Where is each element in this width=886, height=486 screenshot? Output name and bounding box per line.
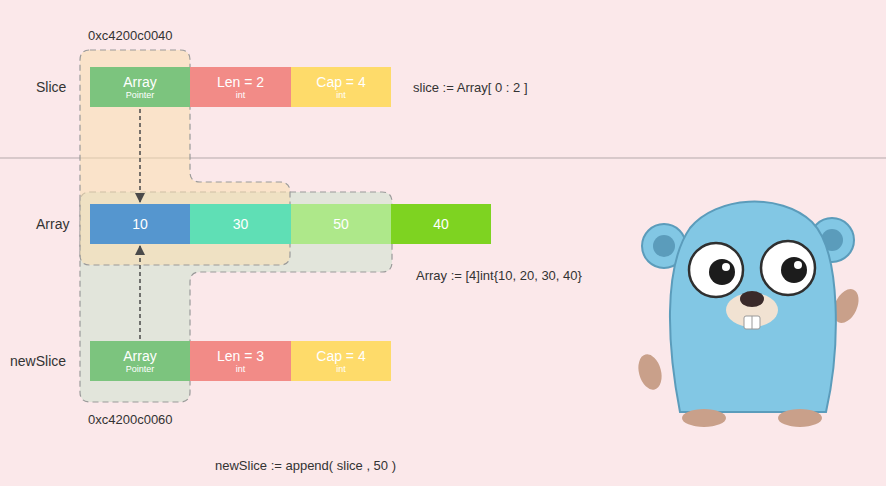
- field-value: 50: [333, 216, 349, 232]
- row-label: Slice: [36, 79, 66, 95]
- field-value: Array: [123, 348, 156, 364]
- address-label: 0xc4200c0040: [88, 28, 173, 44]
- len-field: Len = 3int: [190, 341, 291, 381]
- gopher-illustration: [635, 202, 864, 427]
- field-type: Pointer: [126, 90, 155, 101]
- field-value: Cap = 4: [316, 74, 365, 90]
- row-label: Array: [36, 216, 69, 232]
- cap-field: Cap = 4int: [291, 341, 391, 381]
- field-value: Array: [123, 74, 156, 90]
- field-value: Len = 3: [217, 348, 264, 364]
- slice-region: [80, 50, 290, 265]
- field-type: int: [236, 364, 246, 375]
- field-type: int: [336, 90, 346, 101]
- field-value: 30: [233, 216, 249, 232]
- pointer-field: ArrayPointer: [90, 67, 190, 107]
- len-field: Len = 2int: [190, 67, 291, 107]
- array-cell: 50: [291, 204, 391, 244]
- pointer-field: ArrayPointer: [90, 341, 190, 381]
- pointer-arrow: [139, 246, 141, 339]
- field-value: Cap = 4: [316, 348, 365, 364]
- pointer-arrow: [139, 109, 141, 202]
- code-label: Array := [4]int{10, 20, 30, 40}: [416, 268, 582, 284]
- field-value: 10: [132, 216, 148, 232]
- code-label: slice := Array[ 0 : 2 ]: [413, 80, 528, 96]
- array-cell: 40: [391, 204, 491, 244]
- field-value: 40: [433, 216, 449, 232]
- cap-field: Cap = 4int: [291, 67, 391, 107]
- field-value: Len = 2: [217, 74, 264, 90]
- newslice-region: [80, 192, 392, 402]
- row-label: newSlice: [10, 353, 66, 369]
- code-label: newSlice := append( slice , 50 ): [215, 458, 396, 474]
- field-type: Pointer: [126, 364, 155, 375]
- address-label: 0xc4200c0060: [88, 412, 173, 428]
- field-type: int: [336, 364, 346, 375]
- array-cell: 30: [190, 204, 291, 244]
- array-cell: 10: [90, 204, 190, 244]
- field-type: int: [236, 90, 246, 101]
